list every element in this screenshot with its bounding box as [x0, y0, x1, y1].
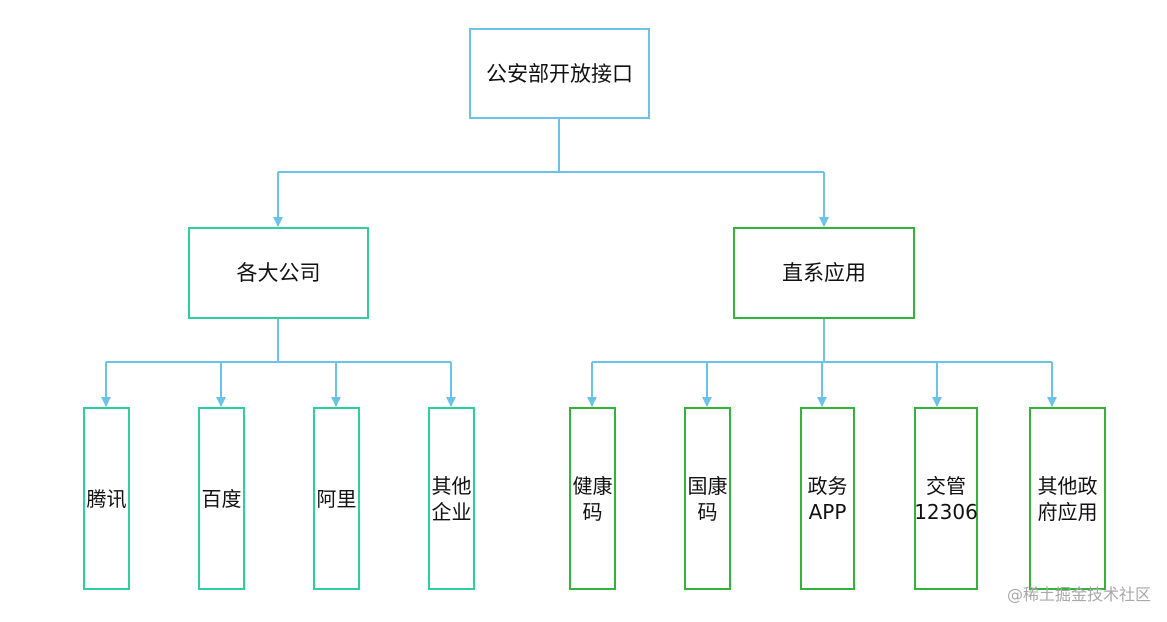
root-node-label: 公安部开放接口 [486, 61, 633, 86]
watermark: @稀土掘金技术社区 [1006, 585, 1151, 604]
leaf-node-gov-app-label: 政务 APP [807, 473, 848, 524]
leaf-node-ali: 阿里 [313, 407, 360, 590]
leaf-node-other-gov-apps-label: 其他政 府应用 [1037, 473, 1098, 524]
leaf-node-gov-app: 政务 APP [800, 407, 855, 590]
branch-node-companies-label: 各大公司 [236, 261, 321, 285]
leaf-node-baidu-label: 百度 [201, 486, 242, 511]
branch-node-direct-apps-label: 直系应用 [782, 261, 866, 285]
leaf-node-health-code-label: 健康 码 [572, 473, 613, 524]
leaf-node-other-companies: 其他 企业 [428, 407, 475, 590]
leaf-node-health-code: 健康 码 [569, 407, 616, 590]
leaf-node-tencent-label: 腾讯 [86, 486, 127, 511]
leaf-node-baidu: 百度 [198, 407, 245, 590]
leaf-node-ali-label: 阿里 [316, 486, 357, 511]
leaf-node-traffic-12306: 交管 12306 [914, 407, 978, 590]
leaf-node-guokang-code-label: 国康 码 [687, 473, 728, 524]
leaf-node-tencent: 腾讯 [83, 407, 130, 590]
leaf-node-guokang-code: 国康 码 [684, 407, 731, 590]
leaf-node-other-gov-apps: 其他政 府应用 [1029, 407, 1106, 590]
leaf-node-traffic-12306-label: 交管 12306 [914, 473, 978, 524]
branch-node-direct-apps: 直系应用 [733, 227, 915, 319]
root-node: 公安部开放接口 [469, 28, 650, 119]
branch-node-companies: 各大公司 [188, 227, 369, 319]
leaf-node-other-companies-label: 其他 企业 [431, 473, 472, 524]
